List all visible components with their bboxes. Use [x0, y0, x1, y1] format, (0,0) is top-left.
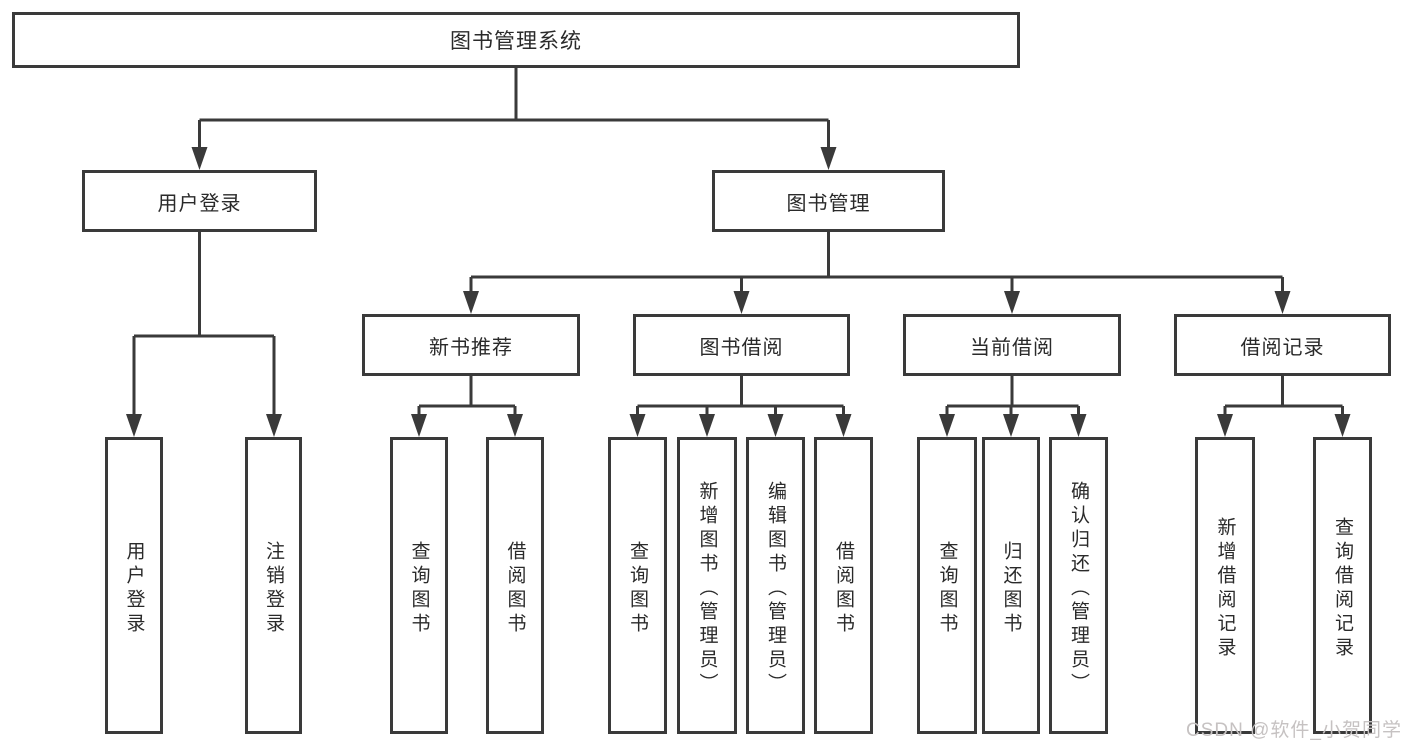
node-label: 借阅记录: [1240, 336, 1325, 359]
leaf-query-books-2: 查询图书: [608, 437, 667, 734]
node-borrow-records: 借阅记录: [1174, 314, 1391, 376]
node-label: 新增借阅记录: [1214, 516, 1236, 661]
leaf-return-books: 归还图书: [982, 437, 1040, 734]
node-user-login-branch: 用户登录: [82, 170, 317, 232]
node-label: 用户登录: [123, 540, 145, 637]
leaf-confirm-return-admin: 确认归还（管理员）: [1049, 437, 1108, 734]
leaf-borrow-books-1: 借阅图书: [486, 437, 544, 734]
arrowhead-icons: [126, 147, 1351, 437]
node-label: 编辑图书（管理员）: [765, 480, 786, 697]
node-label: 归还图书: [1000, 540, 1022, 637]
csdn-watermark: CSDN @软件_小贺同学: [1186, 720, 1402, 741]
node-label: 图书借阅: [699, 336, 784, 359]
node-label: 借阅图书: [504, 540, 526, 637]
leaf-edit-books-admin: 编辑图书（管理员）: [746, 437, 805, 734]
node-label: 用户登录: [157, 192, 242, 215]
node-label: 确认归还（管理员）: [1068, 480, 1089, 697]
node-new-book-recommend: 新书推荐: [362, 314, 580, 376]
node-label: 图书管理系统: [450, 30, 582, 53]
node-label: 查询图书: [936, 540, 958, 637]
node-book-borrow: 图书借阅: [633, 314, 850, 376]
node-label: 新书推荐: [429, 336, 513, 359]
leaf-add-books-admin: 新增图书（管理员）: [677, 437, 737, 734]
node-label: 注销登录: [263, 540, 284, 637]
node-label: 查询图书: [627, 540, 648, 637]
node-library-management-system: 图书管理系统: [12, 12, 1020, 68]
leaf-user-login: 用户登录: [105, 437, 163, 734]
leaf-borrow-books-2: 借阅图书: [814, 437, 873, 734]
node-label: 查询借阅记录: [1332, 516, 1353, 661]
leaf-query-books-1: 查询图书: [390, 437, 448, 734]
leaf-query-borrow-record: 查询借阅记录: [1313, 437, 1372, 734]
node-label: 当前借阅: [970, 336, 1054, 359]
leaf-add-borrow-record: 新增借阅记录: [1195, 437, 1255, 734]
node-label: 图书管理: [786, 192, 871, 215]
node-label: 新增图书（管理员）: [696, 480, 718, 697]
leaf-query-books-3: 查询图书: [917, 437, 977, 734]
leaf-logout: 注销登录: [245, 437, 302, 734]
node-label: 查询图书: [408, 540, 430, 637]
node-current-borrow: 当前借阅: [903, 314, 1121, 376]
node-book-management-branch: 图书管理: [712, 170, 945, 232]
node-label: 借阅图书: [833, 540, 854, 637]
